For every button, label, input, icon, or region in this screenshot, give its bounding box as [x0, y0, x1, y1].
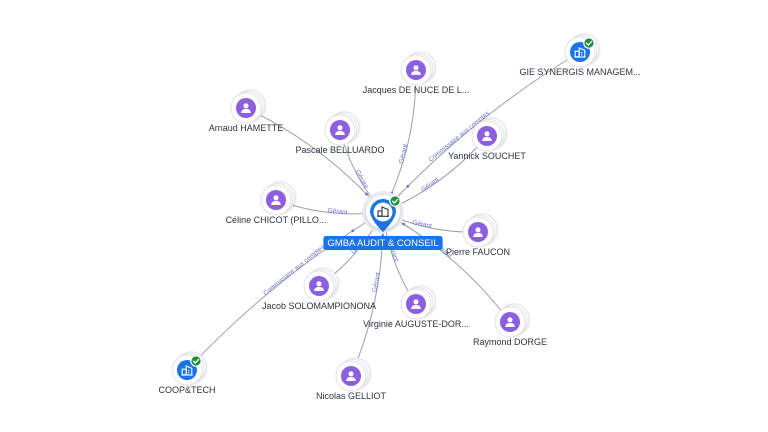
- person-icon: [468, 222, 488, 242]
- node-yannick[interactable]: Yannick SOUCHET: [448, 117, 526, 161]
- edge-label: Gérant: [412, 219, 433, 230]
- node-arnaud[interactable]: Arnaud HAMETTE: [209, 89, 284, 133]
- person-icon: [330, 120, 350, 140]
- node-label: Nicolas GELLIOT: [316, 391, 387, 401]
- center-node[interactable]: GMBA AUDIT & CONSEIL: [323, 191, 443, 250]
- center-label[interactable]: GMBA AUDIT & CONSEIL: [323, 236, 443, 250]
- edge-line: [186, 211, 384, 371]
- node-label: Jacques DE NUCE DE L...: [363, 85, 470, 95]
- node-nicolas[interactable]: Nicolas GELLIOT: [316, 357, 387, 401]
- node-pascale[interactable]: Pascale BELLUARDO: [295, 111, 385, 155]
- edge-arrow-marker: [351, 229, 355, 233]
- node-label: COOP&TECH: [158, 385, 215, 395]
- edge-label: Gérant: [371, 272, 382, 293]
- node-pierre[interactable]: Pierre FAUCON: [446, 213, 510, 257]
- node-raymond[interactable]: Raymond DORGE: [473, 303, 547, 347]
- person-icon: [477, 126, 497, 146]
- node-jacques[interactable]: Jacques DE NUCE DE L...: [363, 51, 470, 95]
- edge-line: [382, 51, 581, 213]
- edge-label: Gérant: [420, 176, 440, 193]
- node-label: Pierre FAUCON: [446, 247, 510, 257]
- building-icon-inner: [377, 206, 389, 217]
- person-icon: [341, 366, 361, 386]
- node-gie[interactable]: GIE SYNERGIS MANAGEM...: [519, 33, 641, 77]
- center-label-text: GMBA AUDIT & CONSEIL: [327, 238, 438, 249]
- person-icon: [309, 276, 329, 296]
- nodes-layer: Jacques DE NUCE DE L... GIE SYNERGIS MANA…: [158, 33, 641, 401]
- building-icon: [370, 199, 396, 232]
- node-label: Pascale BELLUARDO: [295, 145, 384, 155]
- verified-badge-icon: [190, 355, 202, 367]
- node-virginie[interactable]: Virginie AUGUSTE-DOR...: [363, 285, 469, 329]
- edge-arrow-marker: [402, 222, 406, 226]
- edge-label: Gérant: [398, 143, 409, 164]
- person-icon: [406, 60, 426, 80]
- person-icon: [236, 98, 256, 118]
- edge-arrow-marker: [365, 192, 368, 196]
- edge-label: Gérant: [354, 169, 370, 190]
- node-celine[interactable]: Céline CHICOT (PILLO...: [226, 181, 327, 225]
- node-label: Céline CHICOT (PILLO...: [226, 215, 327, 225]
- person-icon: [500, 312, 520, 332]
- node-label: Raymond DORGE: [473, 337, 547, 347]
- node-jacob[interactable]: Jacob SOLOMAMPIONONA: [262, 267, 376, 311]
- person-icon: [406, 294, 426, 314]
- edge-label: Gérant: [327, 207, 348, 216]
- node-label: Jacob SOLOMAMPIONONA: [262, 301, 376, 311]
- person-icon: [266, 190, 286, 210]
- node-label: Virginie AUGUSTE-DOR...: [363, 319, 469, 329]
- verified-badge-icon: [389, 195, 401, 207]
- edge-arrow-marker: [406, 184, 410, 188]
- verified-badge-icon: [583, 37, 595, 49]
- edge-coop: Commissaire aux comptes: [186, 211, 384, 371]
- node-label: GIE SYNERGIS MANAGEM...: [519, 67, 640, 77]
- node-label: Arnaud HAMETTE: [209, 123, 284, 133]
- node-label: Yannick SOUCHET: [448, 151, 526, 161]
- node-coop[interactable]: COOP&TECH: [158, 351, 216, 395]
